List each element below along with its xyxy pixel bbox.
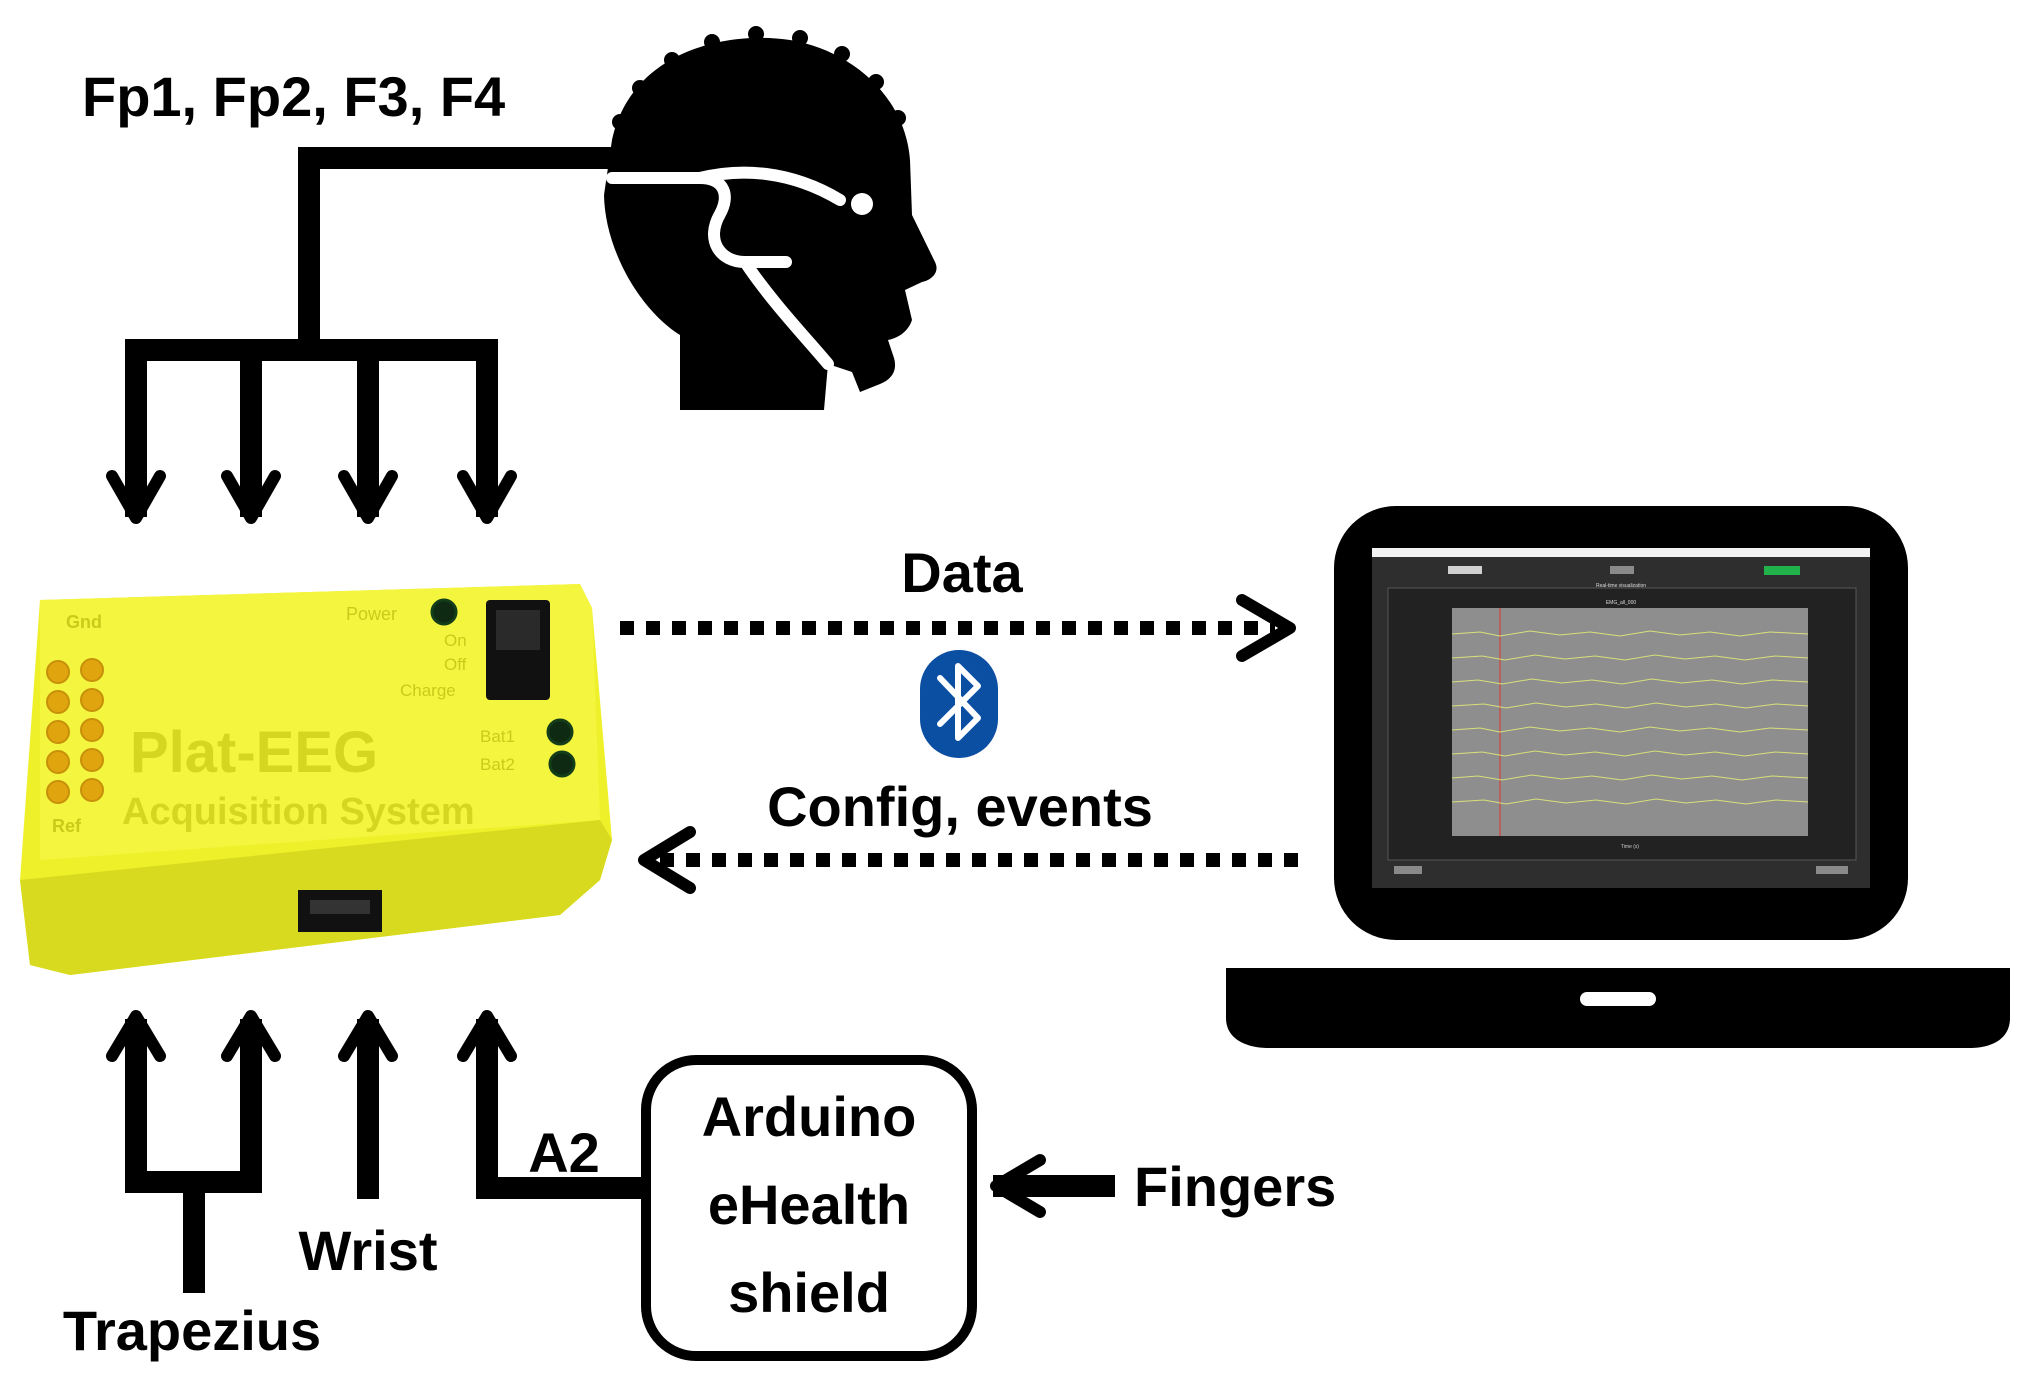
electrode-label: Fp1, Fp2, F3, F4	[82, 65, 505, 128]
arduino-line-2: eHealth	[708, 1173, 910, 1236]
a2-label: A2	[528, 1121, 600, 1184]
bat1-led	[546, 718, 574, 746]
screen-plot-subtitle: EMG_all_000	[1606, 600, 1637, 606]
down-arrowheads	[106, 470, 517, 524]
screen-plot-area	[1452, 608, 1808, 836]
bottom-wiring	[125, 1019, 1115, 1293]
data-arrowhead	[1236, 594, 1296, 662]
bluetooth-icon	[920, 650, 998, 758]
wrist-label: Wrist	[299, 1219, 438, 1282]
trapezius-label: Trapezius	[63, 1299, 321, 1362]
bat2-led	[548, 750, 576, 778]
config-events-label: Config, events	[767, 775, 1153, 838]
config-arrowhead	[638, 826, 696, 894]
fingers-label: Fingers	[1134, 1155, 1336, 1218]
device-label-bat1: Bat1	[480, 727, 515, 746]
screen-plot-title: Real-time visualization	[1596, 583, 1646, 589]
device-label-gnd: Gnd	[66, 612, 102, 632]
arduino-ehealth-box: Arduino eHealth shield	[641, 1055, 977, 1361]
device-label-ref: Ref	[52, 816, 82, 836]
device-label-off: Off	[444, 655, 467, 674]
power-led	[430, 598, 458, 626]
acquisition-device: Gnd Ref Plat-EEG Acquisition System Powe…	[20, 584, 612, 975]
arduino-line-1: Arduino	[702, 1085, 917, 1148]
up-arrowheads	[106, 1010, 1046, 1218]
screen-xlabel: Time (s)	[1621, 844, 1639, 850]
electrode-wiring	[125, 147, 623, 517]
device-label-on: On	[444, 631, 467, 650]
device-label-bat2: Bat2	[480, 755, 515, 774]
device-subtitle: Acquisition System	[122, 791, 475, 833]
eeg-cap-head-icon	[604, 26, 937, 410]
device-name: Plat-EEG	[130, 720, 378, 785]
device-label-charge: Charge	[400, 681, 456, 700]
laptop-icon: Real-time visualization EMG_all_000 Time…	[1226, 506, 2010, 1048]
arduino-line-3: shield	[728, 1261, 890, 1324]
laptop-screen: Real-time visualization EMG_all_000 Time…	[1372, 548, 1870, 888]
device-label-power: Power	[346, 604, 397, 624]
data-label: Data	[901, 541, 1023, 604]
